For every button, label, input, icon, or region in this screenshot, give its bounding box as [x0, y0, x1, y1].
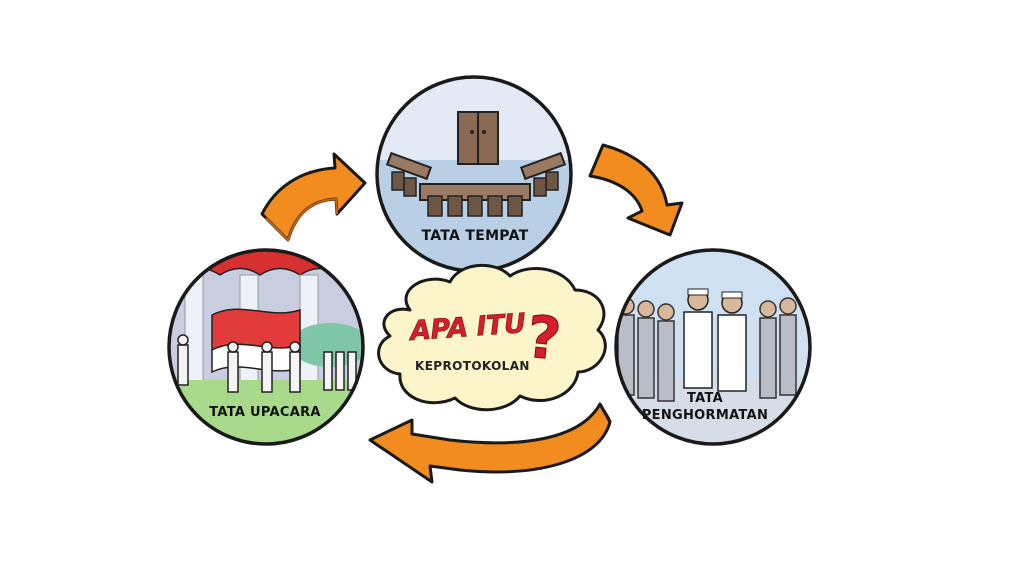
center-cloud — [377, 263, 607, 412]
label-tata-penghormatan: TATA PENGHORMATAN — [640, 390, 770, 424]
flag-icon — [211, 308, 301, 352]
arrow-tempat-to-hormat — [588, 143, 684, 237]
label-tata-upacara: TATA UPACARA — [209, 405, 321, 420]
label-tata-tempat: TATA TEMPAT — [421, 228, 529, 244]
label-hormat-line2: PENGHORMATAN — [641, 408, 769, 423]
label-hormat-line1: TATA — [686, 391, 724, 406]
arrow-hormat-to-upacara — [368, 402, 612, 484]
arrow-upacara-to-tempat — [260, 152, 367, 242]
node-tata-upacara — [167, 248, 365, 446]
node-tata-penghormatan — [614, 248, 812, 446]
node-tata-tempat — [375, 75, 573, 273]
center-subtitle: KEPROTOKOLAN — [415, 359, 530, 373]
